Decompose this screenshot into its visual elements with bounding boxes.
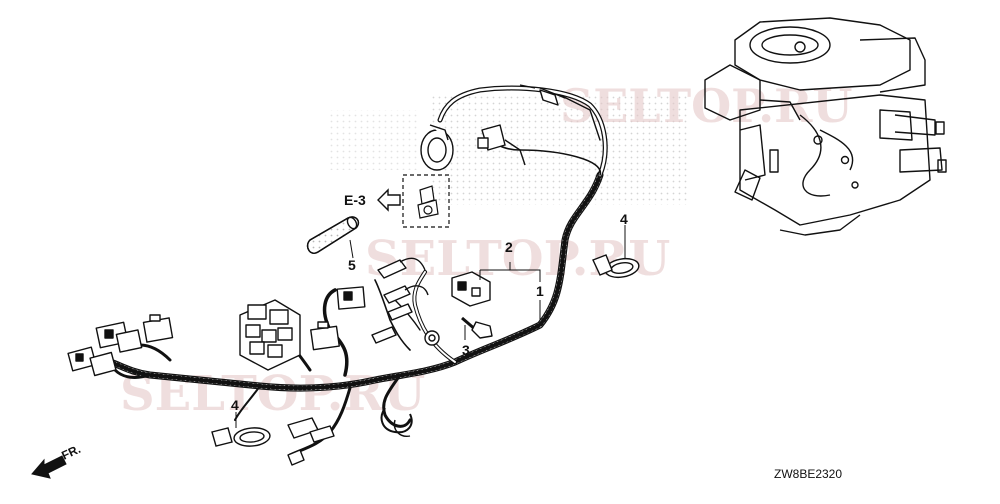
wire-harness — [106, 85, 608, 457]
drawing-code: ZW8BE2320 — [774, 467, 842, 481]
callout-ref-section: E-3 — [344, 192, 366, 208]
leader-lines — [235, 225, 626, 428]
arrow-left-icon — [377, 188, 401, 212]
watermarks: SELTOP.RU SELTOP.RU SELTOP.RU — [120, 79, 853, 422]
watermark-top: SELTOP.RU — [560, 79, 853, 133]
band-clamp-upper — [592, 254, 640, 279]
relay-block — [239, 299, 301, 371]
bolt-part-3 — [461, 316, 493, 339]
callout-4-lower: 4 — [231, 397, 239, 413]
sensor-upper — [519, 84, 559, 106]
engine-illustration — [704, 17, 947, 236]
grommet-upper — [420, 124, 454, 171]
detail-box — [402, 174, 450, 228]
connector-center-left — [310, 321, 340, 351]
callout-1: 1 — [536, 283, 544, 299]
connector-left-1 — [95, 321, 143, 353]
connector-lower — [287, 417, 335, 466]
callout-5: 5 — [348, 257, 356, 273]
front-direction-label: FR. — [59, 442, 82, 463]
ring-terminal-center — [424, 330, 440, 346]
ring-terminal — [380, 407, 413, 437]
connector-left-2 — [142, 314, 174, 343]
callout-3: 3 — [462, 342, 470, 358]
tube-part-5 — [306, 216, 360, 254]
background-shading — [330, 95, 690, 205]
connector-upper — [477, 124, 526, 166]
callout-2: 2 — [505, 239, 513, 255]
harness-connectors — [67, 84, 559, 466]
band-clamp-lower — [211, 427, 271, 447]
connector-center — [336, 286, 366, 310]
coupler-part-2 — [451, 271, 491, 307]
callouts: 1 2 3 4 4 5 — [231, 211, 628, 413]
arrow-front-icon — [31, 455, 67, 479]
callout-4-upper: 4 — [620, 211, 628, 227]
sensor-plugs — [371, 257, 429, 344]
connector-left-3 — [67, 346, 117, 377]
